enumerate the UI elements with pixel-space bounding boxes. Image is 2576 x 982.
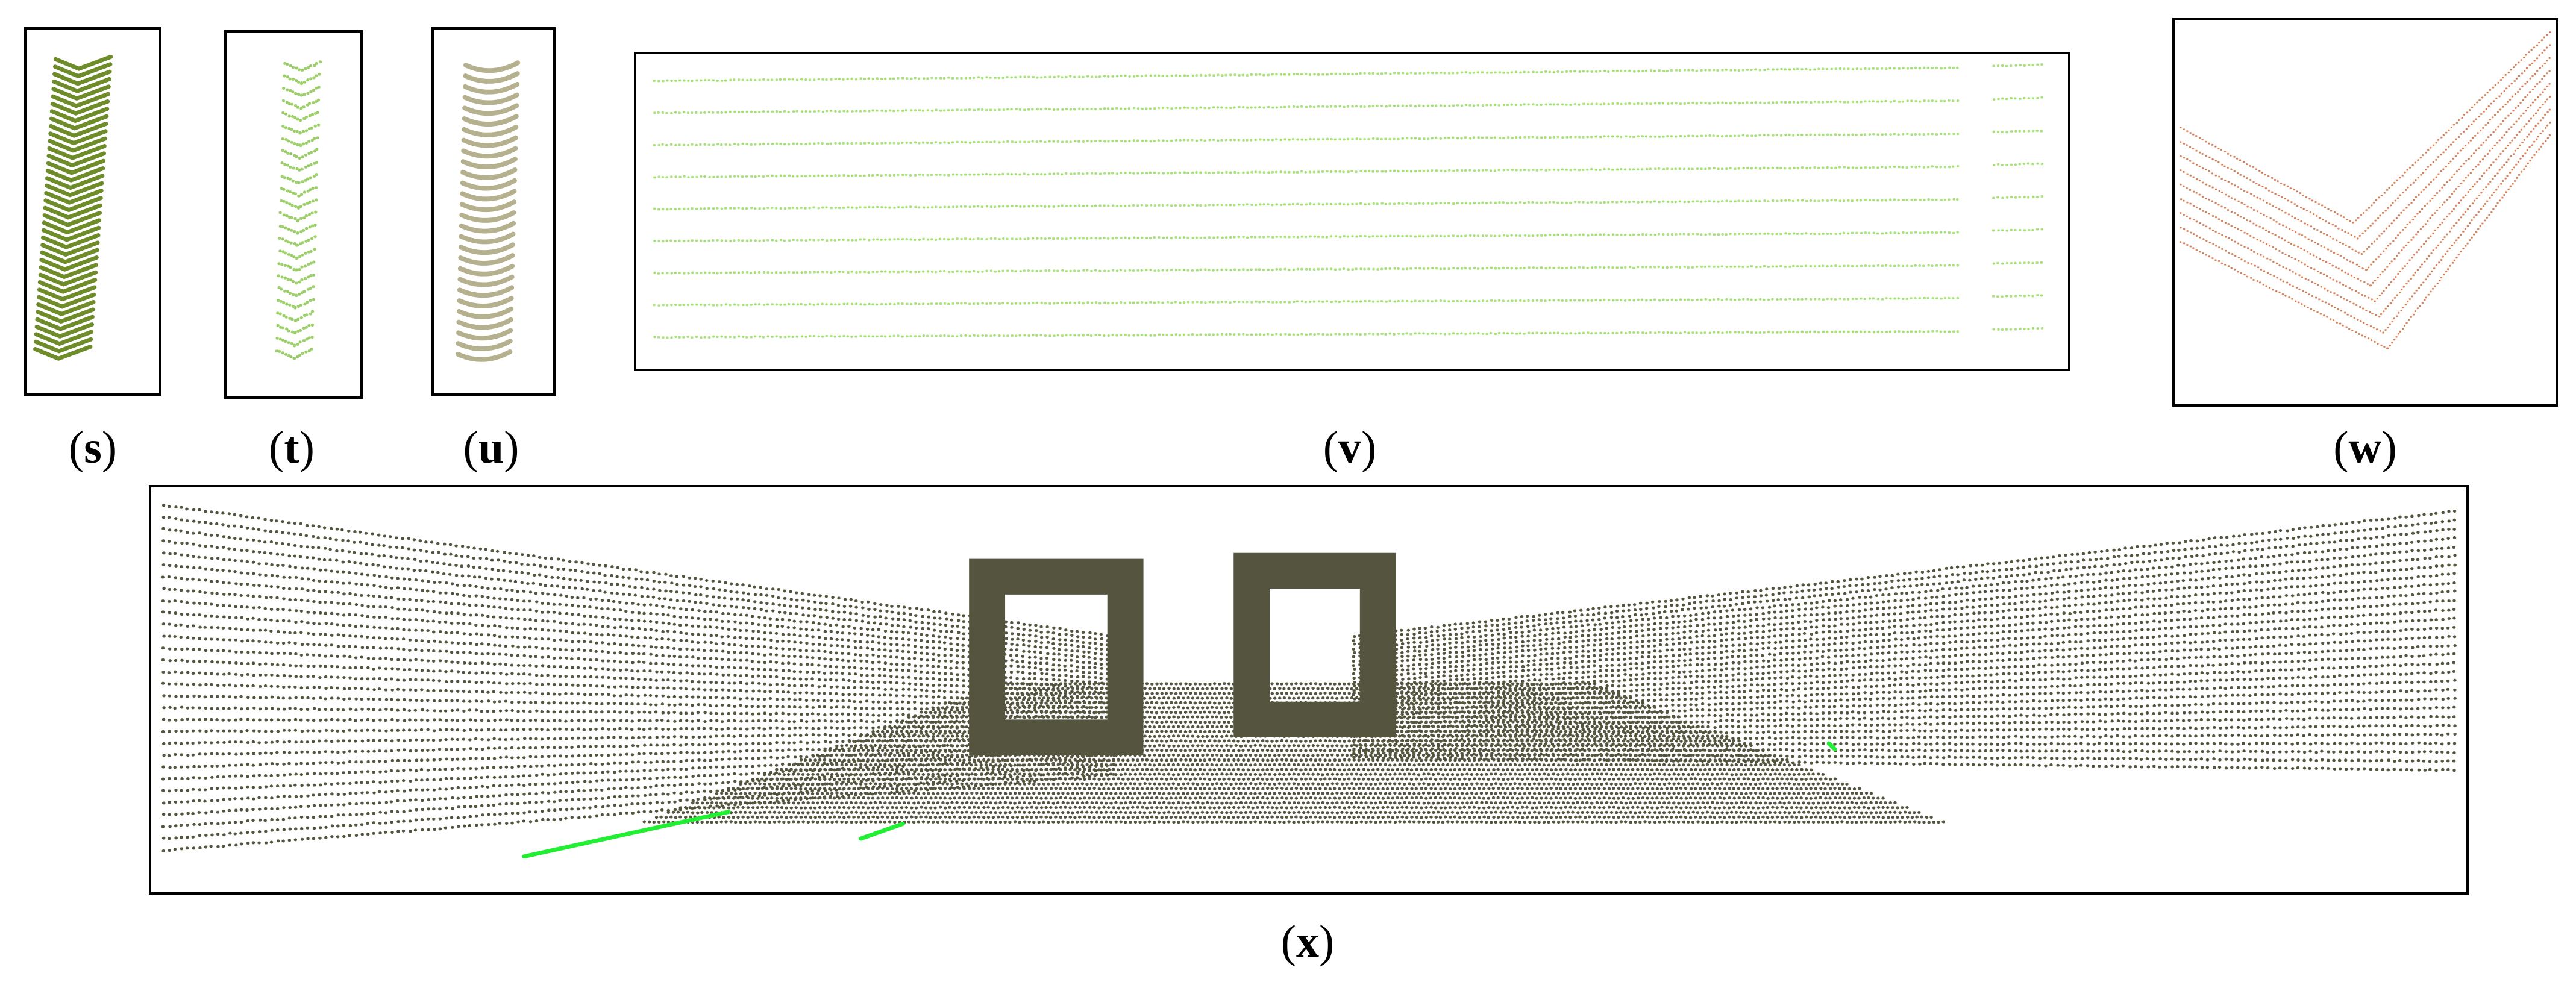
- caption-w: (w): [2333, 422, 2397, 473]
- caption-s: (s): [68, 422, 118, 473]
- panel-x-highlight-points: [522, 741, 1837, 859]
- panel-v-point-cloud: [634, 52, 2070, 371]
- panel-w-point-cloud: [2172, 18, 2558, 407]
- panel-s-points: [33, 54, 113, 361]
- panel-t-plot: [275, 60, 322, 360]
- caption-t: (t): [269, 422, 315, 473]
- caption-v: (v): [1323, 422, 1377, 473]
- panel-t-points: [275, 60, 322, 360]
- caption-u: (u): [463, 422, 519, 473]
- panel-v-points: [653, 63, 2044, 339]
- panel-s-plot: [33, 54, 113, 361]
- caption-x: (x): [1280, 916, 1335, 967]
- panel-u-points: [456, 60, 521, 362]
- panel-u-plot: [456, 60, 521, 362]
- panel-v-plot: [653, 63, 2044, 339]
- panel-x-point-cloud: [149, 485, 2469, 895]
- panel-w-points: [2179, 31, 2551, 349]
- panel-s-point-cloud: [24, 27, 161, 396]
- panel-x-points: [161, 504, 2457, 853]
- panel-x-plot: [161, 504, 2457, 859]
- panel-t-point-cloud: [224, 30, 363, 399]
- panel-w-plot: [2179, 31, 2551, 349]
- panel-x-building: [969, 552, 1396, 755]
- panel-u-point-cloud: [431, 27, 556, 396]
